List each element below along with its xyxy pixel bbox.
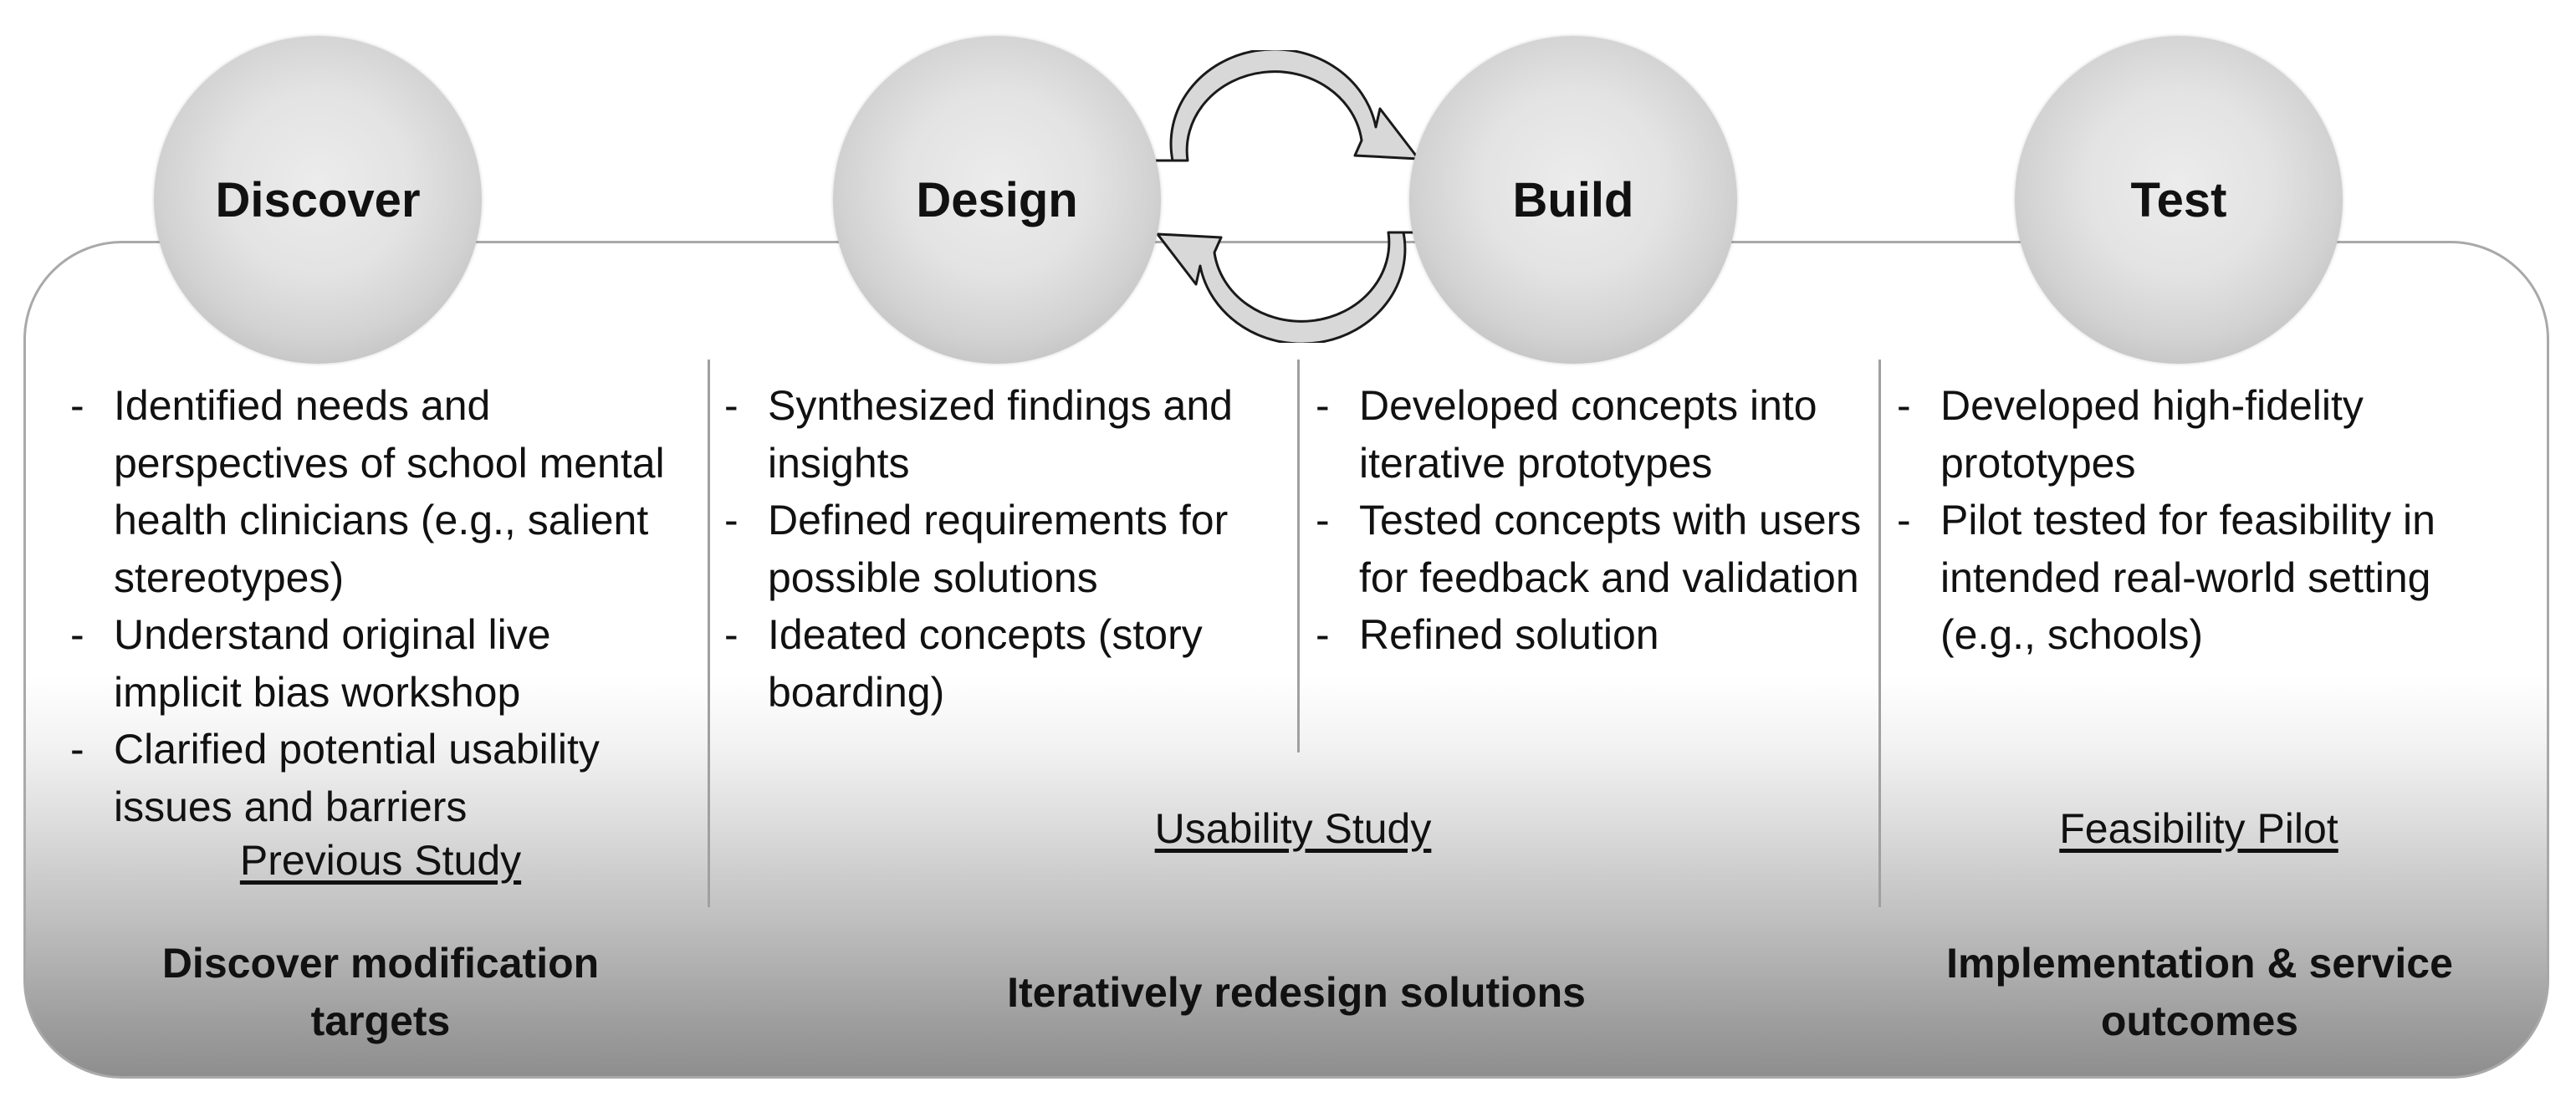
discover-bullet-list: Identified needs and perspectives of sch… — [70, 377, 689, 835]
phase-build-label: Build — [1512, 172, 1634, 227]
list-item: Synthesized findings and insights — [724, 377, 1285, 492]
list-item: Pilot tested for feasibility in intended… — [1897, 492, 2533, 664]
outcome-iterative-redesign: Iteratively redesign solutions — [1007, 969, 1586, 1016]
phase-discover-label: Discover — [215, 172, 421, 227]
design-bullet-list: Synthesized findings and insights Define… — [724, 377, 1285, 721]
outcome-implementation: Implementation & service outcomes — [1946, 940, 2453, 1044]
feasibility-pilot-label: Feasibility Pilot — [2059, 805, 2338, 852]
list-item: Developed high-fidelity prototypes — [1897, 377, 2533, 492]
phase-design-label: Design — [916, 172, 1078, 227]
cycle-arrow-bottom — [1156, 231, 1425, 343]
phase-design-circle: Design — [833, 36, 1161, 364]
column-divider-3 — [1878, 360, 1881, 907]
build-bullet-list: Developed concepts into iterative protot… — [1316, 377, 1876, 664]
column-divider-2 — [1297, 360, 1300, 753]
list-item: Defined requirements for possible soluti… — [724, 492, 1285, 606]
list-item: Identified needs and perspectives of sch… — [70, 377, 689, 606]
usability-study-label: Usability Study — [1154, 805, 1432, 852]
list-item: Clarified potential usability issues and… — [70, 721, 689, 835]
list-item: Understand original live implicit bias w… — [70, 606, 689, 721]
phase-discover-circle: Discover — [154, 36, 482, 364]
column-divider-1 — [708, 360, 710, 907]
list-item: Refined solution — [1316, 606, 1876, 664]
list-item: Developed concepts into iterative protot… — [1316, 377, 1876, 492]
iteration-cycle-arrows — [1151, 50, 1425, 343]
phase-test-label: Test — [2130, 172, 2227, 227]
outcome-discover-targets: Discover modification targets — [161, 940, 600, 1044]
test-bullet-list: Developed high-fidelity prototypes Pilot… — [1897, 377, 2533, 664]
phase-build-circle: Build — [1409, 36, 1737, 364]
phase-test-circle: Test — [2015, 36, 2343, 364]
list-item: Ideated concepts (story boarding) — [724, 606, 1285, 721]
list-item: Tested concepts with users for feedback … — [1316, 492, 1876, 606]
cycle-arrow-top — [1151, 50, 1420, 162]
previous-study-label: Previous Study — [239, 837, 522, 884]
